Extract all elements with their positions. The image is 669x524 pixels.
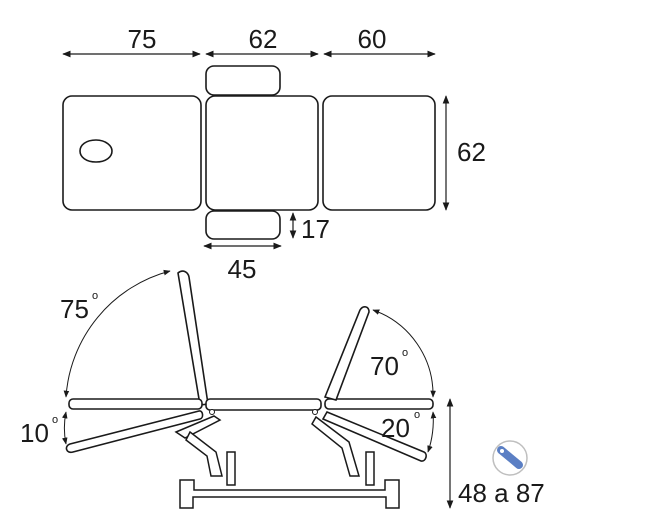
joint-bolt-left bbox=[209, 409, 215, 415]
column-right bbox=[365, 451, 375, 486]
dim-foot-width: 60 bbox=[358, 24, 387, 54]
backrest-raised bbox=[177, 270, 209, 406]
armrest-top bbox=[205, 65, 281, 96]
pad-middle bbox=[205, 95, 319, 211]
base-frame bbox=[179, 479, 400, 509]
dim-armrest-depth: 17 bbox=[301, 214, 330, 244]
section-middle bbox=[205, 398, 322, 411]
face-hole bbox=[79, 139, 113, 163]
arc-leg-down bbox=[427, 411, 437, 453]
section-foot-flat bbox=[324, 398, 434, 410]
pad-head bbox=[62, 95, 202, 211]
dim-depth: 62 bbox=[457, 137, 486, 167]
dim-height-range: 48 a 87 bbox=[458, 478, 545, 508]
legrest-lowered bbox=[321, 410, 427, 462]
arc-back-up bbox=[63, 269, 171, 398]
frame-leg-right bbox=[311, 415, 361, 477]
armrest-bottom bbox=[205, 210, 281, 240]
angle-back-up: 75 bbox=[60, 294, 89, 324]
angle-leg-up: 70 bbox=[370, 351, 399, 381]
frame-link-left bbox=[174, 415, 222, 439]
pad-foot bbox=[322, 95, 436, 211]
legrest-raised bbox=[323, 306, 370, 401]
frame-leg-left bbox=[185, 430, 223, 477]
dim-middle-width: 62 bbox=[249, 24, 278, 54]
degree-back-up: o bbox=[92, 290, 98, 302]
angle-leg-down: 20 bbox=[381, 413, 410, 443]
angle-back-down: 10 bbox=[20, 418, 49, 448]
side-view: 75 o 10 o 70 o 20 o 48 a 87 bbox=[20, 269, 545, 509]
degree-leg-down: o bbox=[414, 409, 420, 421]
arc-back-down bbox=[61, 411, 68, 445]
top-view: 75 62 60 62 17 45 bbox=[62, 24, 486, 284]
section-head-lowered bbox=[65, 410, 204, 454]
dim-head-width: 75 bbox=[128, 24, 157, 54]
column-left bbox=[226, 451, 236, 486]
degree-back-down: o bbox=[52, 414, 58, 426]
joint-bolt-right bbox=[312, 409, 318, 415]
remote-control-icon bbox=[492, 440, 528, 476]
arc-leg-up bbox=[372, 309, 436, 398]
section-head-flat bbox=[68, 398, 203, 410]
dim-armrest-width: 45 bbox=[228, 254, 257, 284]
degree-leg-up: o bbox=[402, 347, 408, 359]
